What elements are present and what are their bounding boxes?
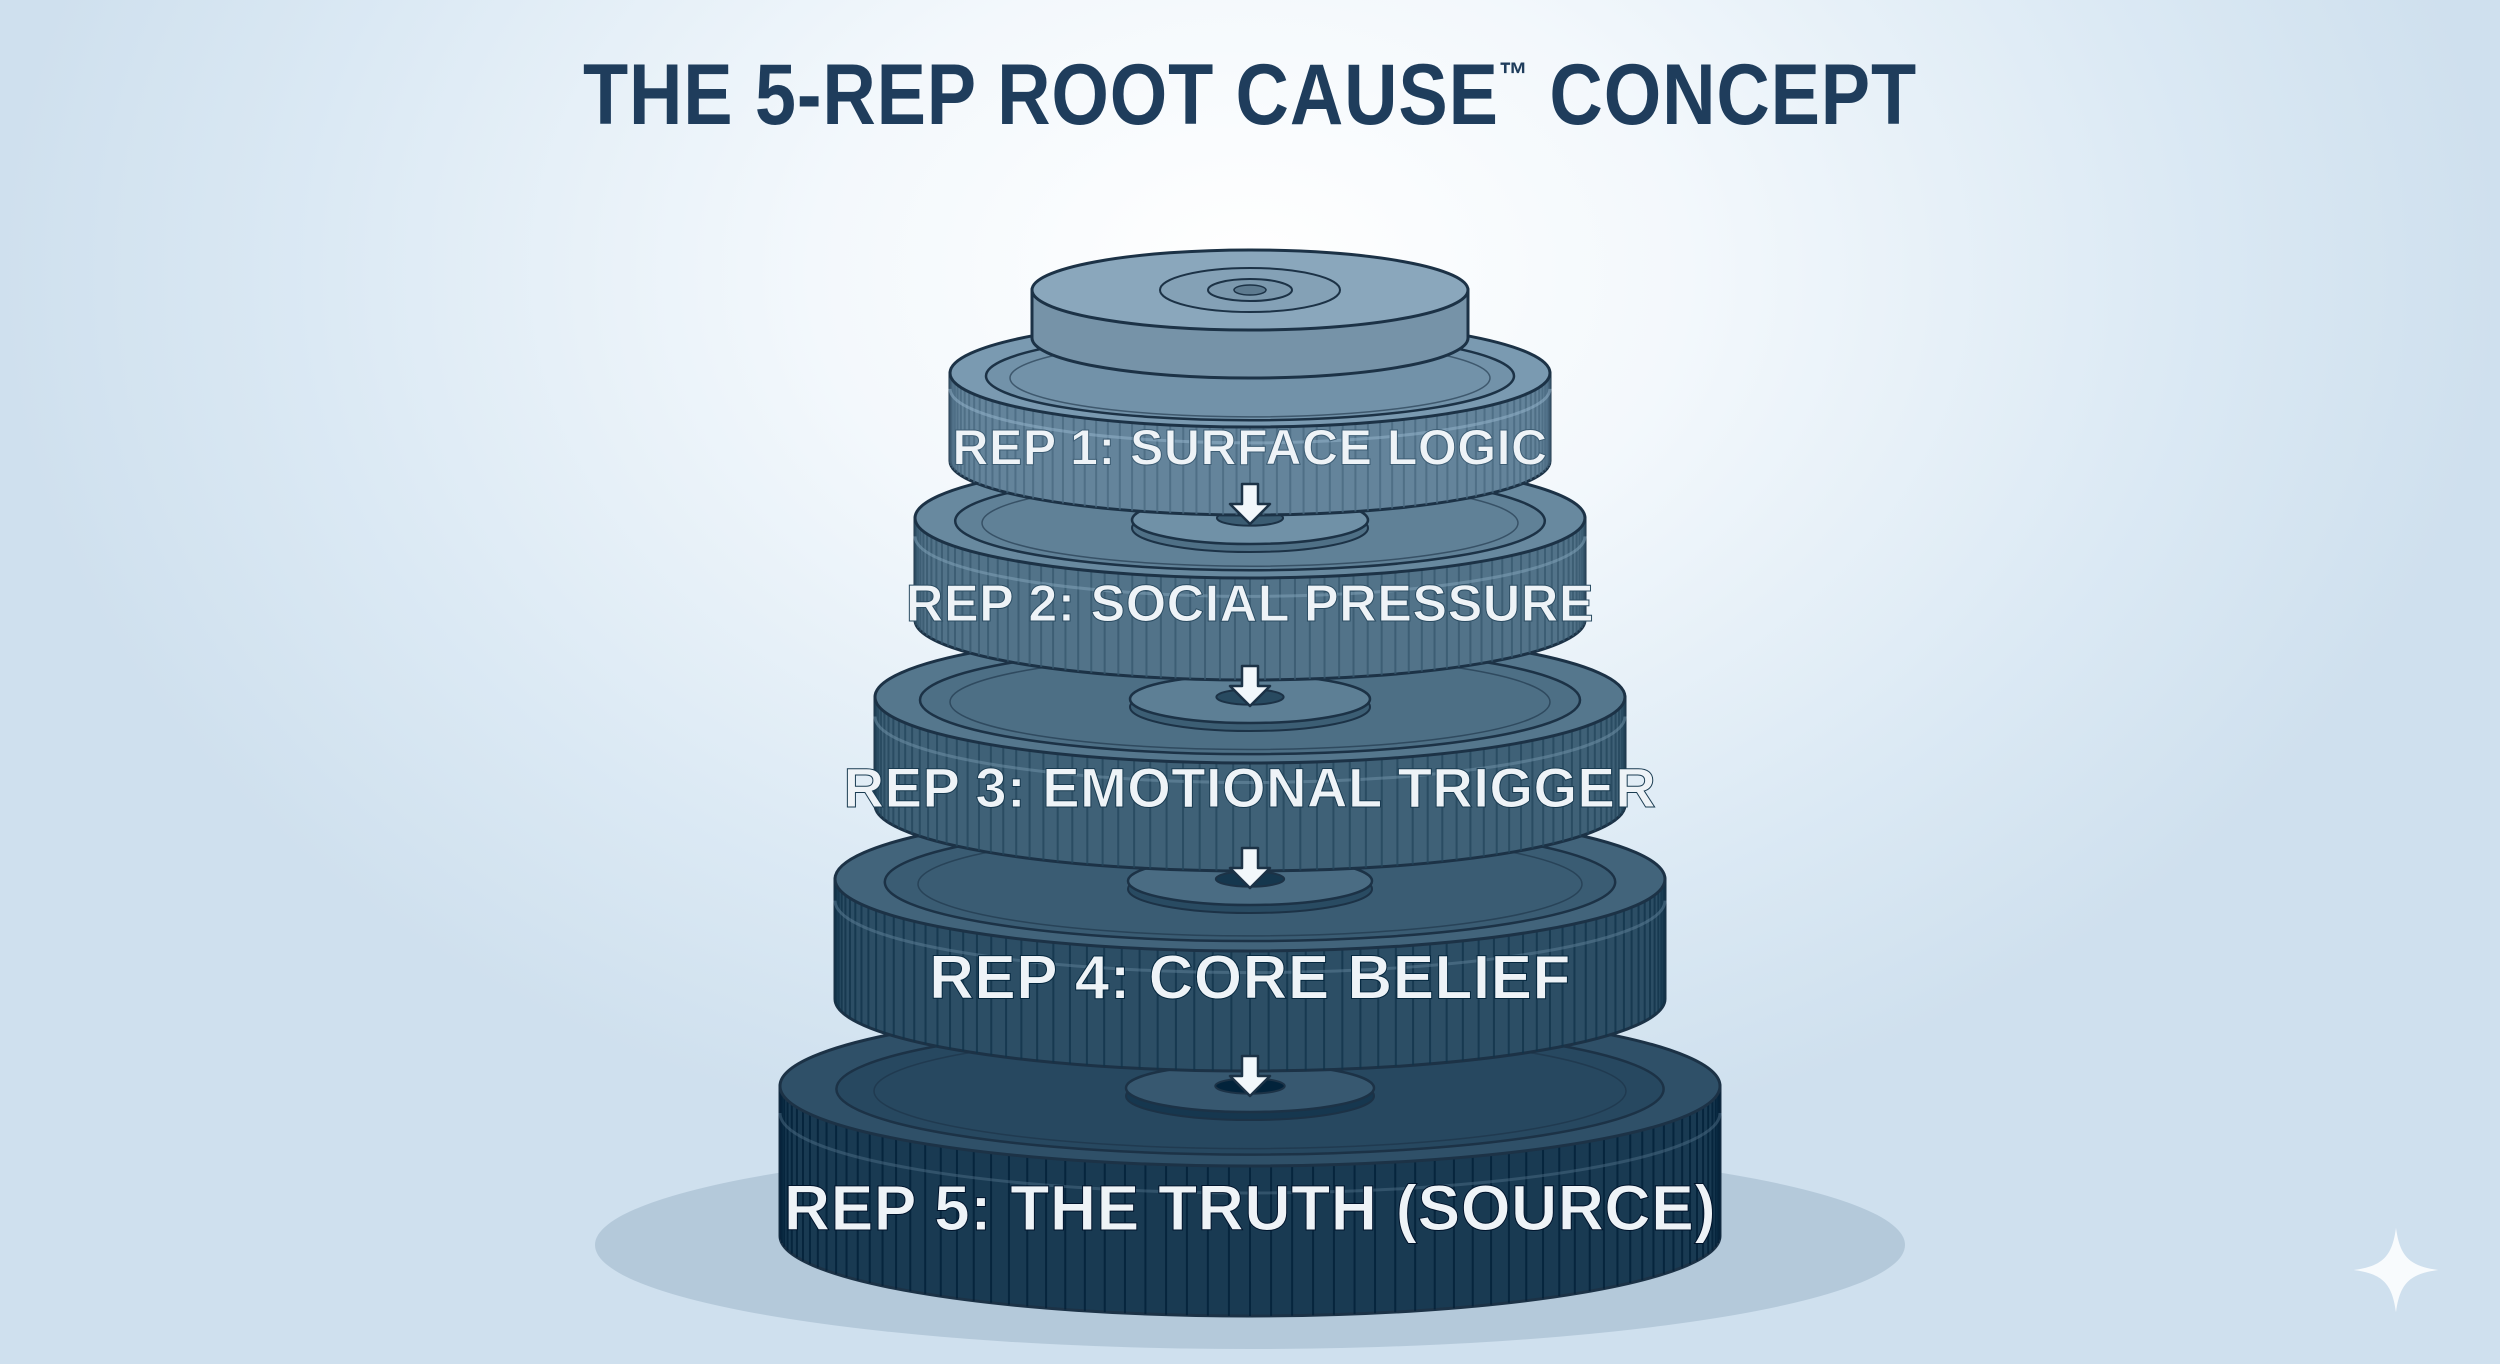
title-main: THE 5-REP ROOT CAUSE — [582, 47, 1499, 143]
layer-label: REP 4: CORE BELIEF — [929, 944, 1571, 1013]
trademark-mark: ™ — [1498, 56, 1529, 94]
layer-label: REP 3: EMOTIONAL TRIGGER — [844, 756, 1657, 819]
page-title: THE 5-REP ROOT CAUSE™ CONCEPT — [175, 46, 2325, 145]
layer-label: REP 5: THE TRUTH (SOURCE) — [784, 1172, 1716, 1244]
sparkle-icon — [2353, 1227, 2439, 1313]
down-arrow-icon — [1228, 846, 1272, 890]
layer-label: REP 2: SOCIAL PRESSURE — [906, 575, 1594, 633]
down-arrow-icon — [1228, 482, 1272, 526]
layer-label: REP 1: SURFACE LOGIC — [952, 419, 1547, 475]
top-cap-plate — [1030, 248, 1470, 380]
down-arrow-icon — [1228, 664, 1272, 708]
title-rest: CONCEPT — [1528, 47, 1918, 143]
down-arrow-icon — [1228, 1054, 1272, 1098]
